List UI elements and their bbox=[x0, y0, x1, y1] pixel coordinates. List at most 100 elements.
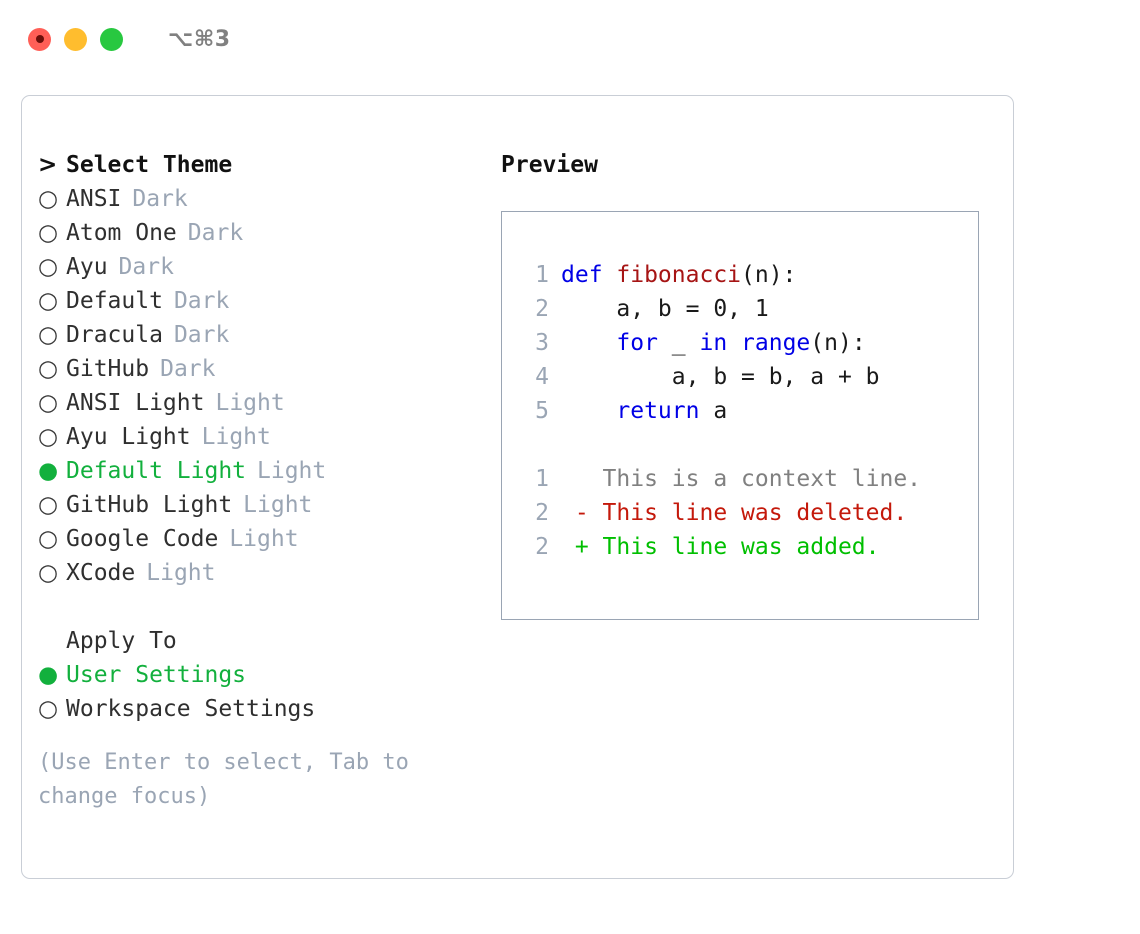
apply-to-heading-label: Apply To bbox=[66, 628, 177, 654]
apply-to-option-label: User Settings bbox=[66, 662, 247, 688]
theme-item-label: ANSI bbox=[66, 186, 122, 212]
theme-item-label: Ayu Light bbox=[66, 424, 191, 450]
select-theme-heading: > Select Theme bbox=[38, 148, 478, 182]
theme-item-label: GitHub bbox=[66, 356, 150, 382]
token-txt: _ bbox=[657, 330, 700, 356]
list-spacer bbox=[38, 590, 478, 624]
radio-unselected-icon: ○ bbox=[38, 186, 59, 212]
apply-to-option-workspace-settings[interactable]: ○ Workspace Settings bbox=[38, 692, 478, 726]
radio-unselected-icon: ○ bbox=[38, 424, 59, 450]
code-line-content: def fibonacci(n): bbox=[561, 258, 796, 292]
radio-unselected-icon: ○ bbox=[38, 356, 59, 382]
code-line-content: return a bbox=[561, 394, 727, 428]
theme-item-label: Dracula bbox=[66, 322, 163, 348]
theme-item-github[interactable]: ○ GitHub Dark bbox=[38, 352, 478, 386]
theme-variant-label: Dark bbox=[173, 322, 230, 348]
code-line-content: a, b = b, a + b bbox=[561, 360, 880, 394]
code-line-content: for _ in range(n): bbox=[561, 326, 866, 360]
diff-sample: 1 This is a context line.2 - This line w… bbox=[519, 462, 978, 564]
line-number: 2 bbox=[535, 534, 549, 560]
token-txt bbox=[561, 330, 616, 356]
apply-to-option-label: Workspace Settings bbox=[66, 696, 316, 722]
apply-to-list: ● User Settings ○ Workspace Settings bbox=[38, 658, 478, 726]
theme-variant-label: Light bbox=[243, 492, 313, 518]
code-line: 3 for _ in range(n): bbox=[519, 326, 978, 360]
token-txt: (n): bbox=[741, 262, 797, 288]
radio-unselected-icon: ○ bbox=[38, 288, 59, 314]
token-fn: fibonacci bbox=[616, 262, 742, 288]
keyboard-shortcut-label: ⌥⌘3 bbox=[168, 26, 231, 52]
code-line: 5 return a bbox=[519, 394, 978, 428]
token-txt: a bbox=[699, 398, 728, 424]
theme-item-label: Default Light bbox=[66, 458, 247, 484]
theme-item-dracula[interactable]: ○ Dracula Dark bbox=[38, 318, 478, 352]
theme-item-label: Google Code bbox=[66, 526, 219, 552]
theme-variant-label: Light bbox=[201, 424, 271, 450]
select-theme-heading-label: Select Theme bbox=[66, 152, 233, 178]
diff-line: 2 + This line was added. bbox=[519, 530, 978, 564]
line-number: 5 bbox=[535, 398, 549, 424]
prompt-caret-icon: > bbox=[38, 152, 58, 178]
line-number: 2 bbox=[535, 296, 549, 322]
theme-item-ansi[interactable]: ○ ANSI Dark bbox=[38, 182, 478, 216]
preview-title: Preview bbox=[501, 152, 598, 178]
radio-unselected-icon: ○ bbox=[38, 560, 59, 586]
radio-selected-icon: ● bbox=[38, 458, 59, 484]
diff-line: 2 - This line was deleted. bbox=[519, 496, 978, 530]
theme-item-label: Ayu bbox=[66, 254, 108, 280]
token-kw: def bbox=[561, 262, 617, 288]
radio-selected-icon: ● bbox=[38, 662, 59, 688]
token-kw: return bbox=[616, 398, 700, 424]
minimize-button[interactable] bbox=[64, 27, 87, 51]
token-txt bbox=[561, 398, 616, 424]
theme-variant-label: Dark bbox=[187, 220, 244, 246]
theme-item-label: ANSI Light bbox=[66, 390, 205, 416]
keyboard-hint-text: (Use Enter to select, Tab to change focu… bbox=[38, 750, 409, 809]
title-bar: ⌥⌘3 bbox=[0, 0, 1140, 78]
theme-variant-label: Dark bbox=[132, 186, 188, 212]
theme-variant-label: Dark bbox=[160, 356, 216, 382]
code-line: 1 def fibonacci(n): bbox=[519, 258, 978, 292]
code-line: 2 a, b = 0, 1 bbox=[519, 292, 978, 326]
code-line: 4 a, b = b, a + b bbox=[519, 360, 978, 394]
radio-unselected-icon: ○ bbox=[38, 220, 59, 246]
token-txt: (n): bbox=[810, 330, 866, 356]
token-ctx: This is a context line. bbox=[561, 466, 922, 492]
diff-line-content: This is a context line. bbox=[561, 462, 922, 496]
line-number: 1 bbox=[535, 262, 549, 288]
zoom-button[interactable] bbox=[100, 27, 123, 51]
line-number: 3 bbox=[535, 330, 549, 356]
token-txt: a, b = b, a + b bbox=[561, 364, 880, 390]
token-add: + This line was added. bbox=[561, 534, 880, 560]
token-kw: for bbox=[616, 330, 658, 356]
theme-item-label: XCode bbox=[66, 560, 136, 586]
line-number: 1 bbox=[535, 466, 549, 492]
apply-to-option-user-settings[interactable]: ● User Settings bbox=[38, 658, 478, 692]
radio-unselected-icon: ○ bbox=[38, 696, 59, 722]
radio-unselected-icon: ○ bbox=[38, 254, 59, 280]
theme-item-ayu-light[interactable]: ○ Ayu Light Light bbox=[38, 420, 478, 454]
close-button[interactable] bbox=[28, 27, 51, 51]
token-kw: range bbox=[741, 330, 811, 356]
apply-to-marker-placeholder-icon bbox=[38, 624, 66, 658]
radio-unselected-icon: ○ bbox=[38, 322, 59, 348]
code-diff-spacer bbox=[519, 428, 978, 462]
diff-line-content: - This line was deleted. bbox=[561, 496, 907, 530]
theme-item-label: Default bbox=[66, 288, 163, 314]
code-line-content: a, b = 0, 1 bbox=[561, 292, 768, 326]
line-number: 2 bbox=[535, 500, 549, 526]
diff-line: 1 This is a context line. bbox=[519, 462, 978, 496]
